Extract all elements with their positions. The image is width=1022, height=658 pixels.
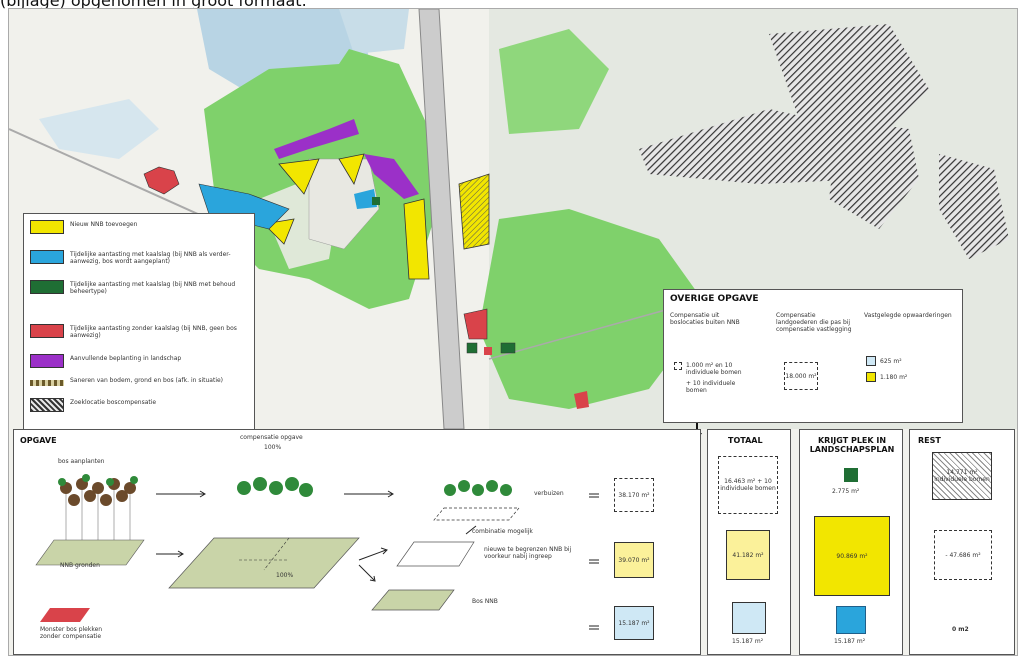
search-area-hatch-1 <box>769 24 929 139</box>
krijgtplek-square-3 <box>836 606 866 634</box>
overige-square-4 <box>866 372 876 382</box>
legend-swatch-yellow <box>30 220 64 234</box>
legend-swatch-hatch-line <box>30 380 64 386</box>
overige-col3: Vastgelegde opwaarderingen <box>864 312 952 319</box>
legend-item-temp-blue: Tijdelijke aantasting met kaalslag (bij … <box>30 250 252 270</box>
totaal-val3: 15.187 m² <box>732 638 764 645</box>
overige-opgave-panel: OVERIGE OPGAVE Compensatie uit boslocati… <box>663 289 963 423</box>
totaal-title: TOTAAL <box>728 436 763 445</box>
page-caption: (bijlage) opgenomen in groot formaat. <box>0 0 307 10</box>
overige-item3: 625 m² <box>880 358 902 365</box>
overige-title: OVERIGE OPGAVE <box>670 294 759 304</box>
legend-item-temp-red: Tijdelijke aantasting zonder kaalslag (b… <box>30 324 252 344</box>
krijgtplek-val3: 15.187 m² <box>834 638 866 645</box>
legend-swatch-hatch <box>30 398 64 412</box>
krijgtplek-square-1 <box>844 468 858 482</box>
legend-item-temp-green: Tijdelijke aantasting met kaalslag (bij … <box>30 280 252 300</box>
krijgtplek-val1: 2.775 m² <box>832 488 860 495</box>
opgave-val2: 39.070 m² <box>614 542 654 578</box>
opgave-nnb-gronden: NNB gronden <box>60 562 100 569</box>
rest-val1: 14.771 m² individuele bomen <box>932 452 992 500</box>
opgave-percent-top: 100% <box>264 444 282 451</box>
overige-col1: Compensatie uit boslocaties buiten NNB <box>670 312 740 326</box>
overige-item1: 1.000 m² en 10 individuele bomen <box>686 362 742 376</box>
rest-val3: 0 m2 <box>952 626 969 633</box>
rest-panel: REST 14.771 m² individuele bomen - 47.68… <box>909 429 1015 655</box>
opgave-rood: Monster bos plekken zonder compensatie <box>40 626 103 640</box>
opgave-percent-mid: 100% <box>276 572 294 579</box>
rest-val2: - 47.686 m² <box>934 530 992 580</box>
legend-item-purple: Aanvullende beplanting in landschap <box>30 354 252 374</box>
opgave-panel: OPGAVE compensatie opgave 100% <box>13 429 701 655</box>
overige-col2: Compensatie landgoederen die pas bij com… <box>776 312 852 333</box>
totaal-square-3 <box>732 602 766 634</box>
opgave-verbuizen: verbuizen <box>534 490 564 497</box>
legend-item-hatch: Zoeklocatie boscompensatie <box>30 398 252 418</box>
overige-square-1 <box>674 362 682 370</box>
overige-item2: 18.000 m² <box>784 362 818 390</box>
totaal-panel: TOTAAL 16.463 m² + 10 individuele bomen … <box>707 429 791 655</box>
legend-swatch-purple <box>30 354 64 368</box>
opgave-nieuwe-nnb: nieuwe te begrenzen NNB bij voorkeur nab… <box>484 546 572 560</box>
temp-red-area <box>143 166 180 195</box>
new-nnb-yellow-1 <box>278 158 320 195</box>
temp-darkgreen-area <box>466 342 478 354</box>
opgave-val1: 38.170 m² <box>614 478 654 512</box>
opgave-verbuizen-sub: combinatie mogelijk <box>472 528 533 535</box>
krijgtplek-panel: KRIJGT PLEK IN LANDSCHAPSPLAN 2.775 m² 9… <box>799 429 903 655</box>
krijgtplek-val2: 90.869 m² <box>814 516 890 596</box>
opgave-bos-label: bos aanplanten <box>58 458 105 465</box>
legend-item-new-nnb: Nieuw NNB toevoegen <box>30 220 252 240</box>
opgave-bos-nnb: Bos NNB <box>472 598 498 605</box>
totaal-val2: 41.182 m² <box>726 530 770 580</box>
opgave-val3: 15.187 m² <box>614 606 654 640</box>
opgave-compensatie-label: compensatie opgave <box>240 434 303 441</box>
krijgtplek-title: KRIJGT PLEK IN LANDSCHAPSPLAN <box>809 436 895 454</box>
opgave-diagram <box>35 474 599 630</box>
temp-blue-area <box>198 183 290 230</box>
overige-item1b: + 10 individuele bomen <box>686 380 736 394</box>
purple-planting <box>274 119 359 159</box>
opgave-title: OPGAVE <box>20 436 57 445</box>
overige-item4: 1.180 m² <box>880 374 908 381</box>
map-figure: Nieuw NNB toevoegen Tijdelijke aantastin… <box>8 8 1018 656</box>
totaal-val1: 16.463 m² + 10 individuele bomen <box>718 456 778 514</box>
map-legend: Nieuw NNB toevoegen Tijdelijke aantastin… <box>23 213 255 431</box>
legend-item-hatch-line: Saneren van bodem, grond en bos (afk. in… <box>30 376 252 396</box>
rest-title: REST <box>918 436 941 445</box>
legend-swatch-green <box>30 280 64 294</box>
legend-swatch-red <box>30 324 64 338</box>
legend-swatch-blue <box>30 250 64 264</box>
overige-square-3 <box>866 356 876 366</box>
nnb-area-east <box>479 209 709 409</box>
